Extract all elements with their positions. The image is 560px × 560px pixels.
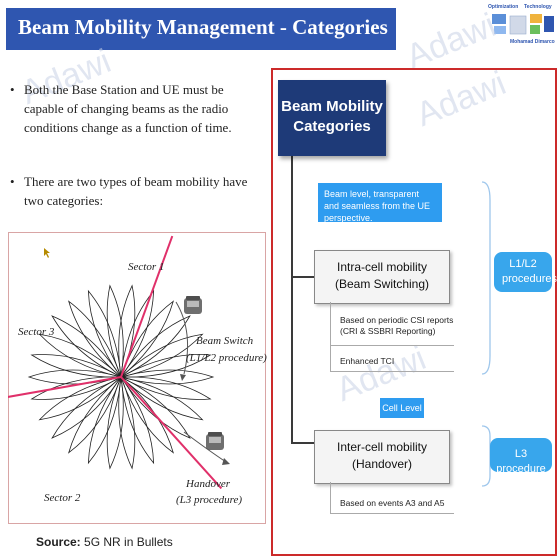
intra-cell-mobility-box: Intra-cell mobility (Beam Switching) (314, 250, 450, 304)
beam-lobe (30, 376, 123, 400)
beam-lobe (106, 375, 124, 470)
beam-lobe (51, 315, 123, 378)
source-value: 5G NR in Bullets (84, 535, 173, 549)
beam-lobe (120, 375, 174, 454)
bullet-item: • There are two types of beam mobility h… (10, 174, 248, 208)
handover-label: Handover (186, 478, 230, 490)
divider (330, 371, 454, 372)
l1l2-procedures-label: L1/L2 procedures (502, 258, 558, 285)
beam-lobe (118, 375, 136, 470)
inter-cell-callout: Cell Level (380, 398, 424, 418)
beam-lobe (30, 354, 123, 378)
source-label: Source: (36, 535, 81, 549)
divider (330, 345, 454, 346)
beam-lobe (87, 289, 122, 379)
sub-tree-line (330, 482, 331, 514)
tree-branch-line (291, 276, 315, 278)
brand-logo: Optimization Technology Mohamad Dimarco (488, 4, 558, 46)
beam-lobe (119, 369, 215, 385)
intra-cell-title: Intra-cell mobility (336, 260, 428, 274)
l3-procedure-box: L3 procedure (490, 438, 552, 475)
watermark: Adawi (401, 6, 502, 76)
tree-branch-line (291, 442, 315, 444)
divider (330, 513, 454, 514)
beam-lobe (87, 375, 122, 465)
intra-cell-item: Based on periodic CSI reports (CRI & SSB… (340, 315, 454, 336)
logo-text-technology: Technology (524, 4, 552, 10)
beam-lobe (120, 300, 174, 379)
beam-switch-arrow (175, 301, 189, 375)
logo-graphic (492, 14, 554, 35)
sector-boundary-line (120, 376, 223, 490)
sector-3-label: Sector 3 (18, 326, 55, 338)
beam-switch-label: Beam Switch (196, 335, 254, 347)
phone-icon (206, 432, 224, 450)
l1l2-procedures-box: L1/L2 procedures (494, 252, 558, 292)
sector-lines (8, 235, 223, 490)
beam-pattern (27, 284, 215, 470)
intra-cell-subtitle: (Beam Switching) (334, 277, 430, 291)
handover-procedure-label: (L3 procedure) (176, 494, 243, 506)
bullet-text: There are two types of beam mobility hav… (24, 174, 248, 208)
beam-lobe (68, 375, 122, 454)
arrow-head-icon (180, 374, 186, 381)
beam-lobe (120, 289, 155, 379)
sub-tree-line (330, 302, 331, 372)
categories-panel (271, 68, 557, 556)
bullet-item: • Both the Base Station and UE must be c… (10, 82, 232, 135)
beam-lobe (68, 300, 122, 379)
l3-procedure-label: L3 procedure (496, 448, 546, 475)
category-title: Beam Mobility Categories (281, 98, 383, 135)
beam-lobe (119, 354, 212, 378)
category-title-box: Beam Mobility Categories (278, 80, 386, 156)
beam-lobe (119, 376, 212, 400)
beam-lobe (119, 315, 191, 378)
handover-arrow (183, 431, 227, 463)
beam-lobe (119, 376, 204, 421)
sector-boundary-line (8, 376, 122, 398)
l1l2-bracket (481, 181, 491, 375)
beam-switch-procedure-label: (L1/L2 procedure) (186, 352, 267, 364)
logo-text-optimization: Optimization (488, 4, 519, 10)
beam-lobe (119, 376, 191, 439)
beam-lobe (38, 376, 123, 421)
bullet-text: Both the Base Station and UE must be cap… (24, 82, 232, 135)
inter-cell-mobility-box: Inter-cell mobility (Handover) (314, 430, 450, 484)
beam-lobe (106, 284, 124, 379)
inter-cell-subtitle: (Handover) (351, 457, 413, 471)
tree-trunk-line (291, 156, 293, 442)
arrow-head-icon (222, 458, 230, 465)
beam-lobe (119, 333, 204, 378)
sector-boundary-line (120, 235, 174, 378)
inter-cell-item: Based on events A3 and A5 (340, 498, 445, 508)
intra-cell-item: Enhanced TCI (340, 356, 395, 366)
beam-figure-frame (8, 232, 266, 524)
slide-title: Beam Mobility Management - Categories (18, 15, 388, 39)
phone-icon (184, 296, 202, 314)
title-bar (6, 8, 396, 50)
sector-1-label: Sector 1 (128, 261, 165, 273)
logo-text-sub: Mohamad Dimarco (510, 39, 555, 45)
inter-cell-title: Inter-cell mobility (336, 440, 428, 454)
beam-lobe (51, 376, 123, 439)
beam-figure (8, 235, 230, 490)
beam-lobe (38, 333, 123, 378)
sector-2-label: Sector 2 (44, 492, 81, 504)
beam-lobe (120, 375, 155, 465)
mouse-cursor-icon (44, 248, 50, 258)
source-caption: Source: 5G NR in Bullets (36, 535, 173, 549)
intra-cell-callout: Beam level, transparent and seamless fro… (318, 183, 442, 223)
